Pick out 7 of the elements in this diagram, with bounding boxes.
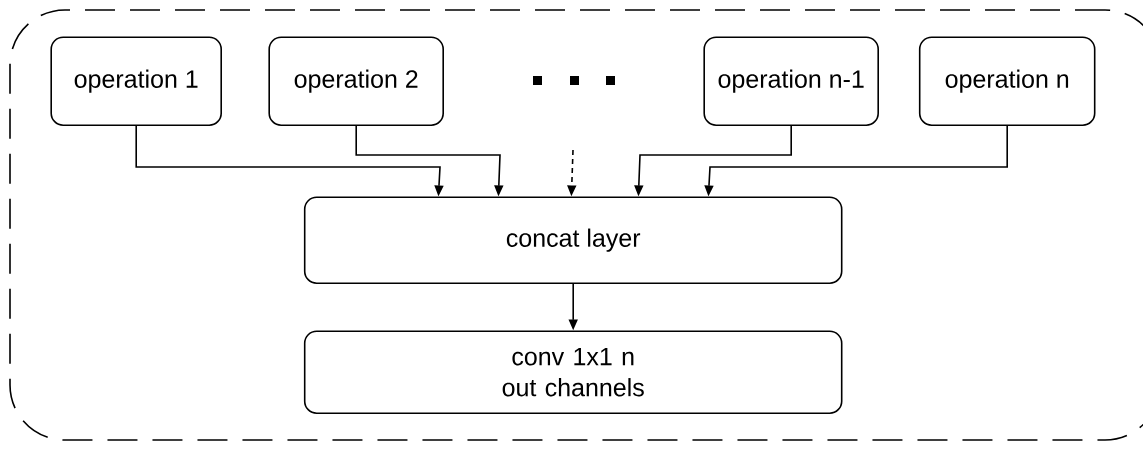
process-box: operation n-1 [703,36,879,126]
process-box: operation 2 [268,36,444,126]
group-frame [9,9,1143,441]
process-box: conv 1x1 n out channels [303,330,843,414]
process-box: operation n [918,36,1096,126]
process-box: operation 1 [50,36,222,126]
process-box: concat layer [303,196,843,284]
